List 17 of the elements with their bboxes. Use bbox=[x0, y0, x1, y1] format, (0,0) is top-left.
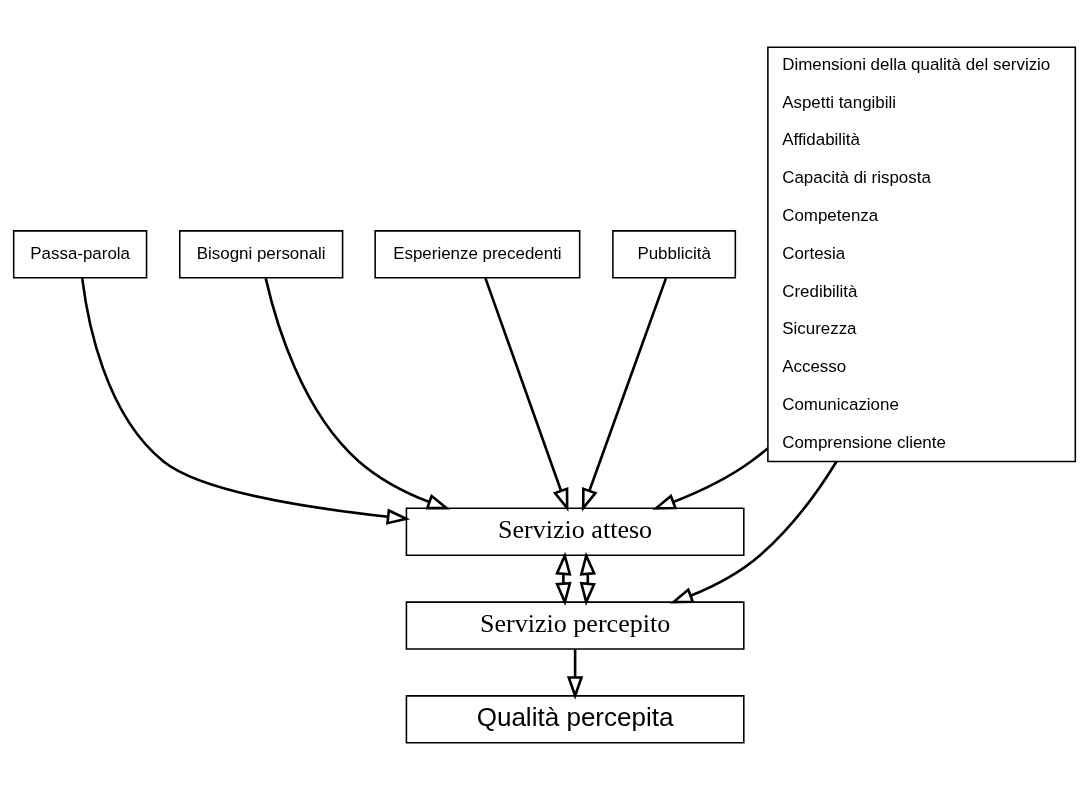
arrow bbox=[566, 649, 584, 700]
arrow bbox=[581, 277, 668, 512]
arrow bbox=[579, 551, 597, 606]
arrow bbox=[264, 278, 451, 510]
arrow bbox=[555, 551, 572, 606]
node-box: Esperienze precedenti bbox=[374, 230, 581, 279]
node-box: Servizio atteso bbox=[405, 507, 745, 556]
node-box: Servizio percepito bbox=[405, 601, 745, 650]
node-box: Pubblicità bbox=[612, 230, 737, 279]
arrow bbox=[484, 277, 569, 512]
arrow bbox=[80, 277, 411, 525]
node-box: Passa-parola bbox=[12, 230, 148, 279]
node-box: Bisogni personali bbox=[179, 230, 344, 279]
node-box: Dimensioni della qualità del servizio Aspetti tangibili Affidabilità Capacità di risposta Competenza Cortesia Credibilità Sicurezza Accesso Comunicazione Comprensione cliente bbox=[767, 46, 1077, 463]
arrow bbox=[669, 460, 838, 604]
arrow bbox=[652, 447, 769, 510]
node-box: Qualità percepita bbox=[405, 695, 745, 744]
